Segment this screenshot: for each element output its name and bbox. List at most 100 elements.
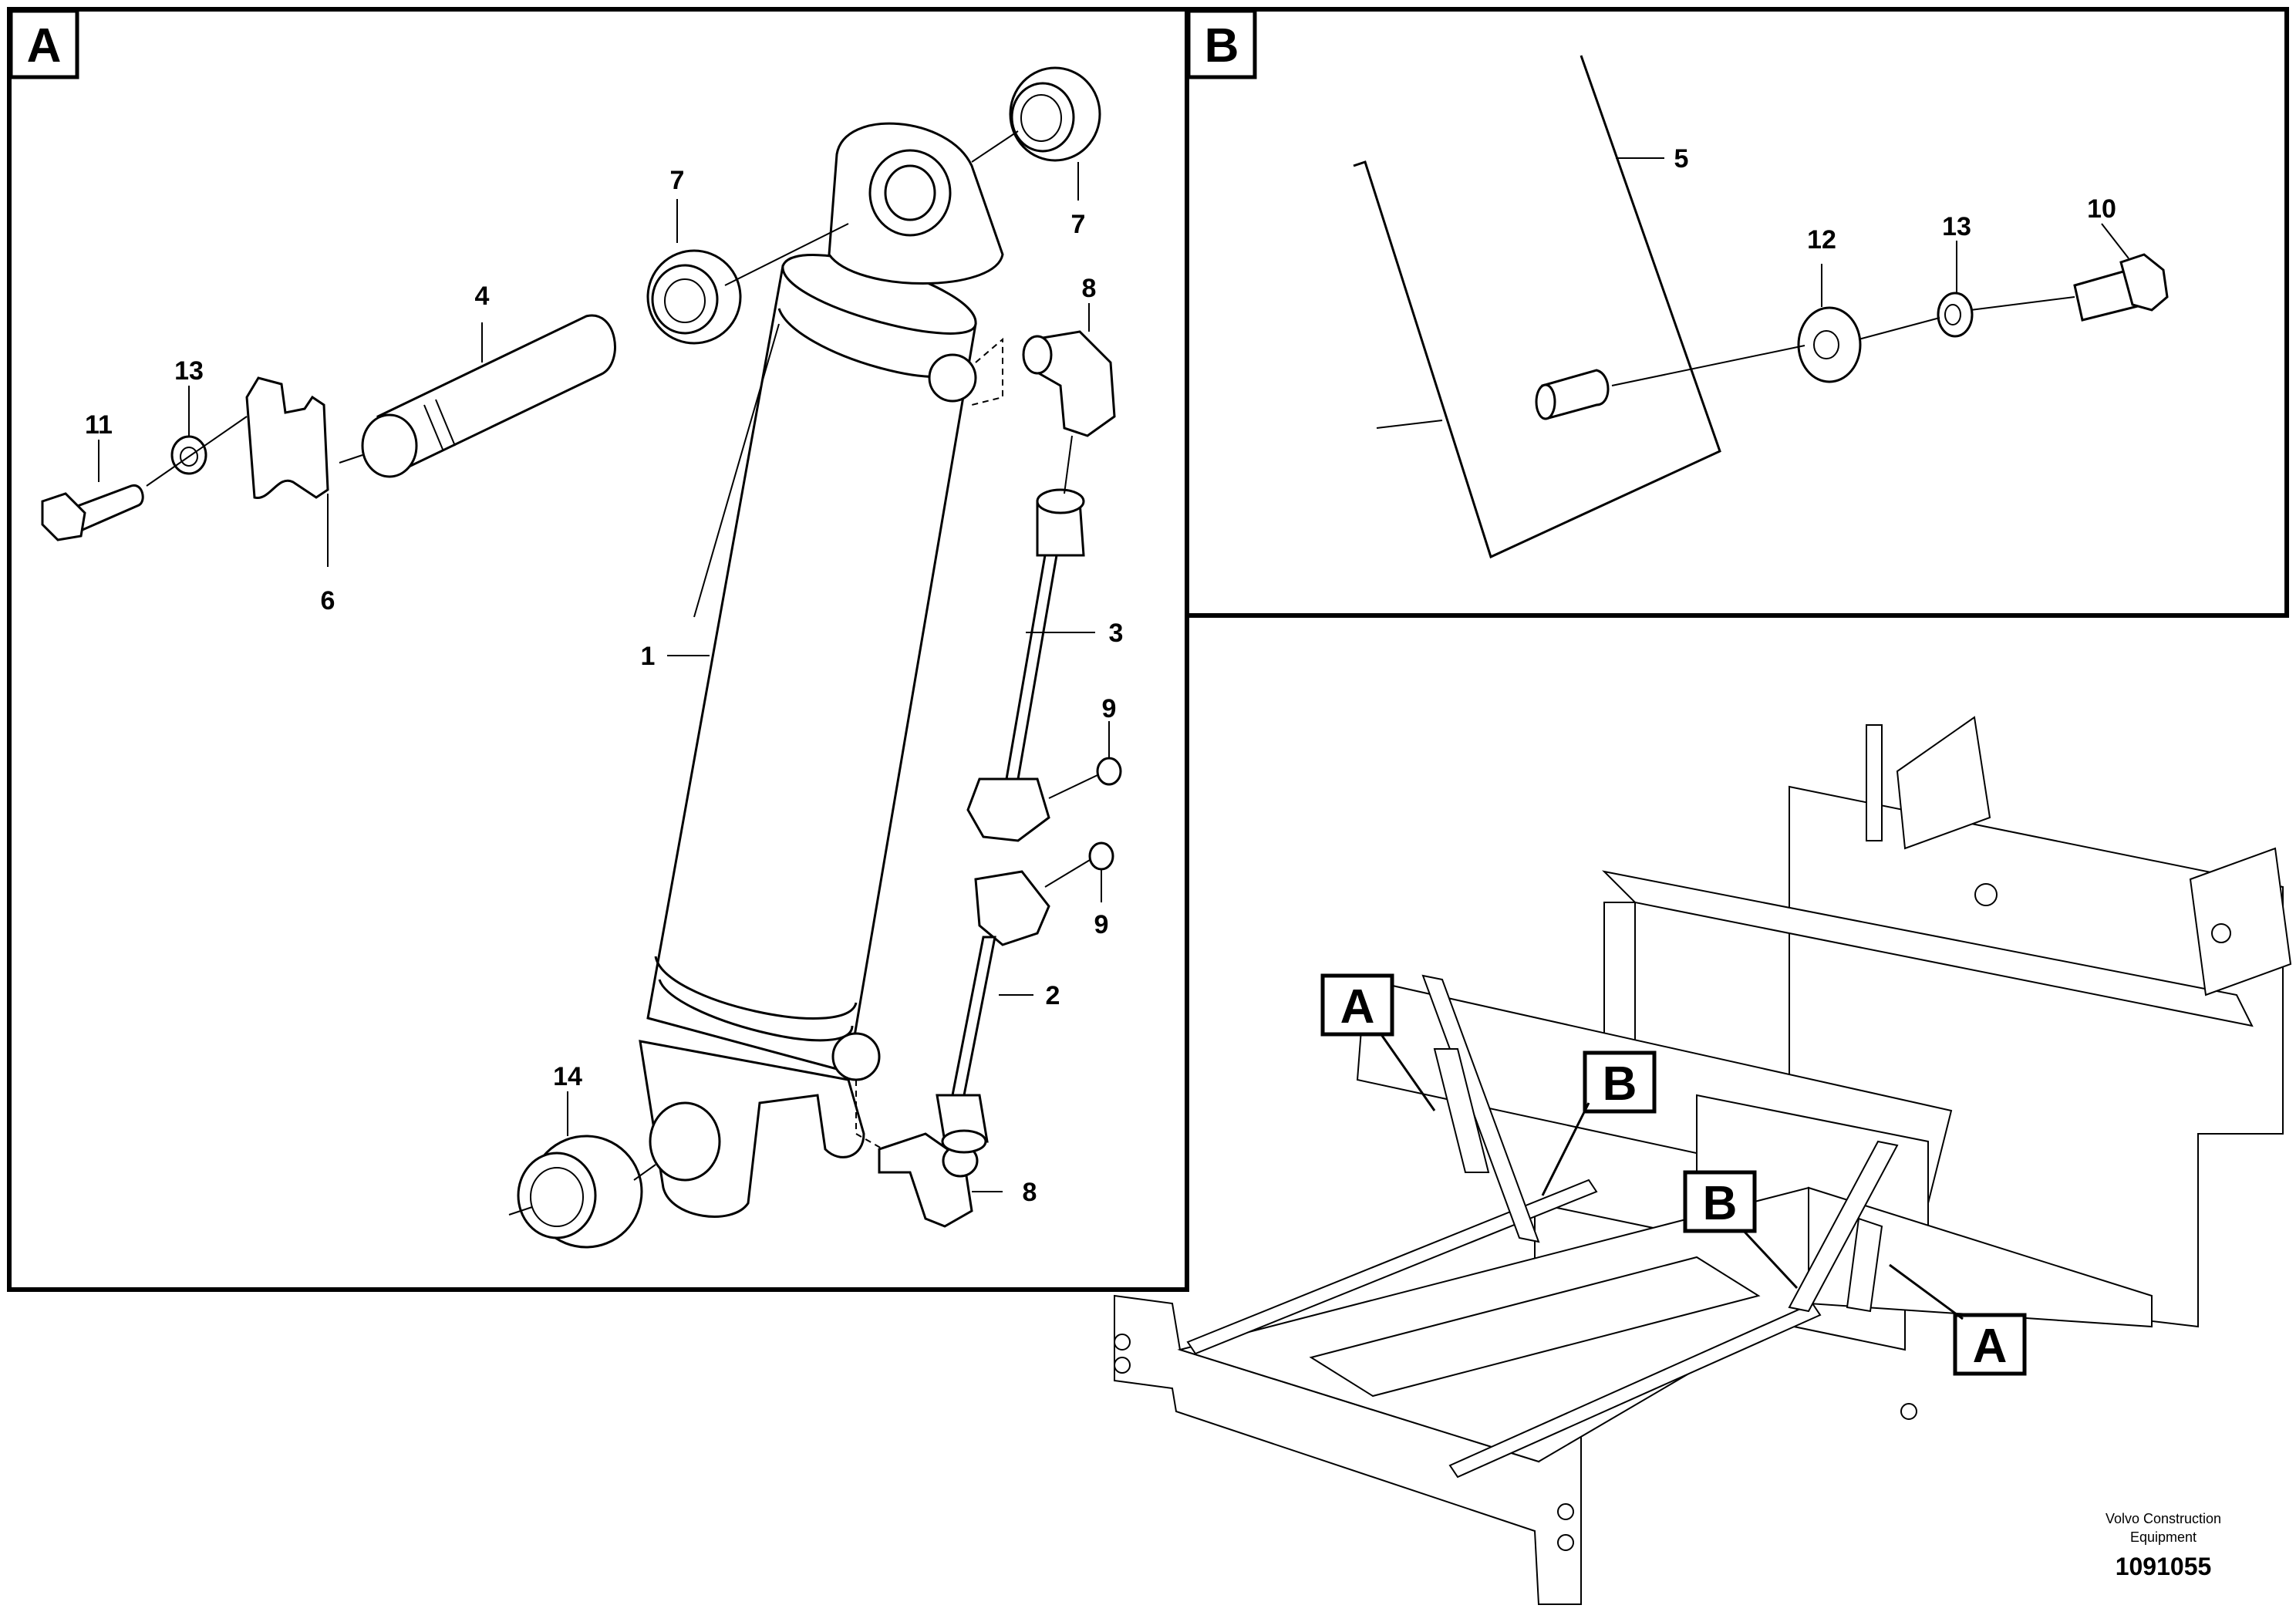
bushing-14 xyxy=(517,1135,643,1249)
cylinder-bottom-band xyxy=(654,956,858,1020)
overview-tag-b-left-box xyxy=(1583,1050,1657,1114)
callout-a-4: 4 xyxy=(475,282,490,311)
callout-a-6: 6 xyxy=(321,586,335,615)
panel-b-frame xyxy=(1185,7,2289,618)
axis-line-bottom-2 xyxy=(508,1206,533,1216)
panel-b-tag: B xyxy=(1205,19,1239,73)
elbow-fitting-8-top xyxy=(1022,330,1116,437)
bushing-7-top xyxy=(1009,66,1101,162)
company-name-line1: Volvo Construction xyxy=(2106,1511,2221,1526)
rear-bracket-left xyxy=(1896,716,1991,850)
callout-a-8-top: 8 xyxy=(1082,274,1097,303)
axis-line-bolt xyxy=(146,416,248,487)
callout-b-12: 12 xyxy=(1807,225,1836,255)
panel-b-tag-box xyxy=(1186,8,1257,79)
axis-line-b-3 xyxy=(1970,296,2075,311)
rear-bracket-right xyxy=(2189,847,2292,996)
front-bar-rear xyxy=(1186,1179,1598,1355)
overview-tag-a-left-box xyxy=(1320,973,1394,1037)
footer: Volvo Construction Equipment 1091055 xyxy=(2106,1511,2221,1580)
hydraulic-cylinder xyxy=(639,122,1004,1218)
callout-a-11: 11 xyxy=(85,410,113,440)
dashed-port-link-top xyxy=(971,337,1003,406)
company-name-line2: Equipment xyxy=(2130,1529,2197,1545)
overview-tag-b-right: B xyxy=(1703,1177,1738,1230)
lock-plate-6 xyxy=(245,376,329,499)
bolt-11 xyxy=(41,484,144,541)
front-right-rail xyxy=(1808,1186,2153,1328)
upper-port xyxy=(928,353,977,403)
bottom-clevis-bore xyxy=(649,1101,721,1182)
callout-b-13: 13 xyxy=(1942,212,1971,241)
stud xyxy=(1535,369,1610,420)
callout-a-1: 1 xyxy=(641,642,656,671)
panel-a-tag-box xyxy=(8,8,79,79)
callout-a-9-upper: 9 xyxy=(1102,694,1117,723)
tube-2 xyxy=(936,870,1050,1154)
frame-hole xyxy=(1557,1534,1574,1551)
tilt-arm-right xyxy=(1788,1140,1899,1313)
plate-edge-line xyxy=(1376,420,1443,429)
panel-a: A xyxy=(7,7,1189,1292)
washer-13 xyxy=(170,435,207,475)
callout-a-7-left: 7 xyxy=(670,166,685,195)
dashed-port-link-bottom xyxy=(855,1080,884,1150)
lower-port xyxy=(831,1032,881,1081)
frame-hole xyxy=(2211,923,2231,943)
callout-a-3: 3 xyxy=(1109,619,1124,648)
overview-tag-b-left: B xyxy=(1603,1057,1637,1111)
o-ring-9-upper xyxy=(1096,757,1122,786)
overview-tag-b-right-box xyxy=(1683,1170,1757,1233)
pin-4 xyxy=(361,314,616,478)
frame-hole xyxy=(1114,1334,1131,1351)
overview-leader-b-right xyxy=(1741,1229,1799,1290)
overview-leader-b-left xyxy=(1541,1102,1590,1196)
callout-a-9-lower: 9 xyxy=(1094,910,1109,939)
overview-tag-a-left: A xyxy=(1340,980,1375,1034)
callout-b-5: 5 xyxy=(1674,144,1689,174)
cylinder-highlight xyxy=(693,323,780,618)
overview-leader-a-right xyxy=(1889,1263,1964,1320)
overview-leader-a-left xyxy=(1379,1033,1436,1111)
bolt-10 xyxy=(2073,253,2169,322)
axis-line-bottom xyxy=(633,1164,656,1181)
frame-hole xyxy=(1974,883,1998,906)
washer-12 xyxy=(1797,306,1862,383)
o-ring-9-lower xyxy=(1088,841,1114,871)
overview-tag-a-right-box xyxy=(1953,1313,2027,1376)
rod-eye-top-bore-inner xyxy=(884,164,936,221)
panel-a-tag: A xyxy=(27,19,62,73)
rear-post xyxy=(1866,724,1883,841)
leader-b-10 xyxy=(2101,223,2129,259)
elbow-fitting-8-bottom xyxy=(878,1132,979,1228)
axis-line-top xyxy=(971,130,1019,163)
frame-hole xyxy=(1900,1403,1917,1420)
callout-a-8-bottom: 8 xyxy=(1023,1178,1037,1207)
callout-a-13: 13 xyxy=(174,356,204,386)
bushing-7-left xyxy=(646,249,742,345)
tilt-cylinder-right xyxy=(1846,1217,1883,1313)
frame-hole xyxy=(1114,1357,1131,1374)
washer-13-b xyxy=(1937,292,1974,338)
panel-a-frame xyxy=(7,7,1189,1292)
bracket-plate-5 xyxy=(1353,55,1721,559)
axis-line-oring-upper xyxy=(1048,774,1098,799)
callout-leaders-a xyxy=(98,162,1110,1192)
callout-a-14: 14 xyxy=(553,1062,582,1091)
axis-line-b-1 xyxy=(1611,345,1805,386)
chassis-overview: A B B A xyxy=(1114,716,2292,1605)
tilt-arm-left xyxy=(1421,974,1540,1243)
tilt-cylinder-left xyxy=(1433,1048,1490,1173)
tube-3 xyxy=(966,488,1085,842)
callout-b-10: 10 xyxy=(2087,194,2116,224)
axis-line-pin xyxy=(339,454,363,464)
callout-a-2: 2 xyxy=(1046,981,1060,1010)
front-bar-front xyxy=(1448,1302,1822,1479)
axis-line-oring-lower xyxy=(1044,859,1091,888)
document-number: 1091055 xyxy=(2116,1553,2212,1580)
callout-a-7-top: 7 xyxy=(1071,210,1086,239)
frame-hole xyxy=(1557,1503,1574,1520)
rear-frame-rail xyxy=(1601,870,2254,1027)
front-deck-plate xyxy=(1309,1256,1761,1398)
